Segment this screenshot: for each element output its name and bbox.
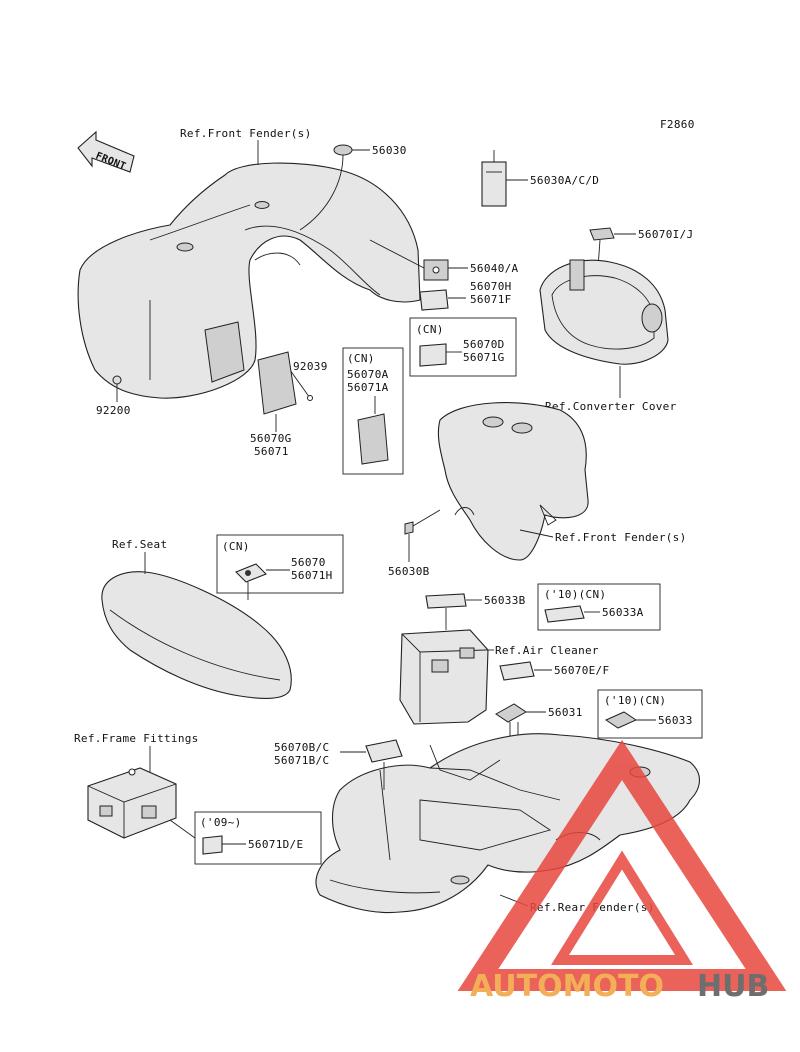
watermark-text-hub: HUB: [697, 969, 769, 1004]
part-56070ef[interactable]: 56070E/F: [499, 661, 609, 681]
svg-text:56070G: 56070G: [250, 432, 292, 445]
svg-text:56071A: 56071A: [347, 381, 389, 394]
diagram-code: F2860: [660, 118, 695, 131]
svg-text:('10)(CN): ('10)(CN): [544, 588, 606, 601]
svg-text:56070A: 56070A: [347, 368, 389, 381]
cn-box-56033[interactable]: ('10)(CN) 56033: [597, 689, 703, 739]
svg-text:(CN): (CN): [347, 352, 375, 365]
svg-text:(CN): (CN): [416, 323, 444, 336]
watermark-text-automoto: AUTOMOTO: [470, 969, 664, 1004]
cn-box-56070a[interactable]: (CN) 56070A 56071A: [342, 347, 404, 475]
front-fender-mid-drawing: [437, 402, 589, 561]
part-56070g-56071[interactable]: 56070G 56071: [250, 351, 297, 458]
svg-text:56031: 56031: [548, 706, 583, 719]
svg-text:56040/A: 56040/A: [470, 262, 519, 275]
watermark-logo: AUTOMOTO HUB: [457, 739, 787, 1004]
svg-text:56071F: 56071F: [470, 293, 512, 306]
part-56070ij[interactable]: 56070I/J: [589, 227, 693, 269]
ref-air-cleaner: Ref.Air Cleaner: [495, 644, 599, 657]
part-56030b[interactable]: 56030B: [388, 509, 441, 578]
ref-seat: Ref.Seat: [112, 538, 167, 551]
svg-text:('09~): ('09~): [200, 816, 242, 829]
part-92039[interactable]: 92039: [289, 360, 328, 401]
svg-text:92200: 92200: [96, 404, 131, 417]
svg-text:56070D: 56070D: [463, 338, 505, 351]
cn-box-56070[interactable]: (CN) 56070 56071H: [216, 534, 344, 600]
svg-text:56070: 56070: [291, 556, 326, 569]
ref-front-fender-mid: Ref.Front Fender(s): [555, 531, 687, 544]
svg-text:56070I/J: 56070I/J: [638, 228, 693, 241]
svg-text:56070B/C: 56070B/C: [274, 741, 329, 754]
svg-text:56033B: 56033B: [484, 594, 526, 607]
box-09-56071de[interactable]: ('09~) 56071D/E: [169, 811, 322, 865]
svg-text:56030B: 56030B: [388, 565, 430, 578]
part-56030acd[interactable]: 56030A/C/D: [481, 150, 599, 207]
svg-text:56033: 56033: [658, 714, 693, 727]
converter-cover-drawing: [539, 259, 669, 365]
part-92200[interactable]: 92200: [96, 375, 131, 417]
svg-text:(CN): (CN): [222, 540, 250, 553]
part-56033b[interactable]: 56033B: [425, 593, 526, 630]
svg-text:92039: 92039: [293, 360, 328, 373]
svg-text:56030: 56030: [372, 144, 407, 157]
ref-front-fender-top: Ref.Front Fender(s): [180, 127, 312, 140]
cn-box-56033a[interactable]: ('10)(CN) 56033A: [537, 583, 661, 631]
svg-text:56033A: 56033A: [602, 606, 644, 619]
frame-fittings-drawing: [87, 767, 177, 839]
svg-text:56071G: 56071G: [463, 351, 505, 364]
svg-text:('10)(CN): ('10)(CN): [604, 694, 666, 707]
ref-frame-fittings: Ref.Frame Fittings: [74, 732, 199, 745]
part-56030[interactable]: 56030: [299, 144, 407, 231]
part-56040a[interactable]: 56040/A: [369, 239, 519, 281]
ref-converter-cover: Ref.Converter Cover: [545, 400, 677, 413]
front-arrow-icon: FRONT: [77, 130, 135, 173]
part-56070bc[interactable]: 56070B/C 56071B/C: [274, 739, 403, 790]
svg-text:56071B/C: 56071B/C: [274, 754, 329, 767]
svg-text:56030A/C/D: 56030A/C/D: [530, 174, 599, 187]
cn-box-56070d[interactable]: (CN) 56070D 56071G: [409, 317, 517, 377]
part-56070h-56071f[interactable]: 56070H 56071F: [419, 280, 512, 311]
svg-text:56071: 56071: [254, 445, 289, 458]
air-cleaner-drawing: [399, 629, 489, 725]
svg-text:56070H: 56070H: [470, 280, 512, 293]
svg-text:56070E/F: 56070E/F: [554, 664, 609, 677]
front-fender-drawing: [77, 162, 421, 399]
svg-text:56071H: 56071H: [291, 569, 333, 582]
svg-text:56071D/E: 56071D/E: [248, 838, 303, 851]
